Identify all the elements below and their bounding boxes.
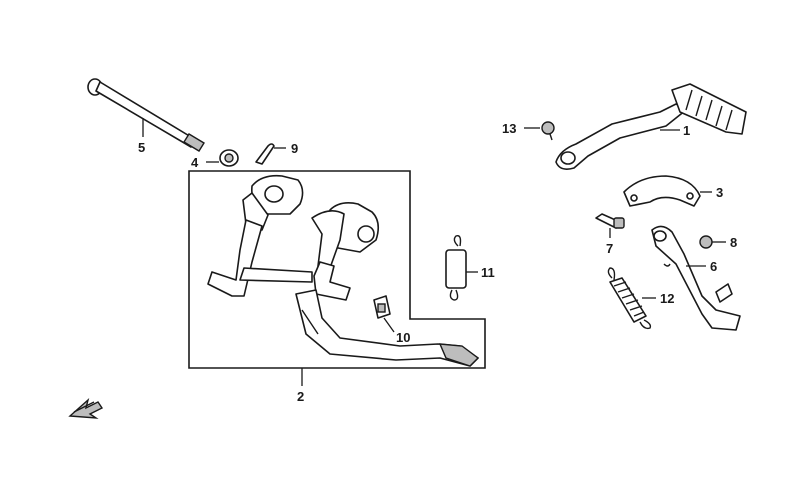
part-3-plate: 3 bbox=[623, 175, 723, 207]
part-1-kick-lever: 1 bbox=[555, 83, 747, 170]
callout-9: 9 bbox=[291, 141, 298, 156]
callout-11: 11 bbox=[481, 265, 495, 280]
callout-7: 7 bbox=[606, 241, 613, 256]
part-5-shaft: 5 bbox=[87, 78, 205, 155]
callout-13: 13 bbox=[502, 121, 516, 136]
part-12-spring: 12 bbox=[607, 267, 674, 330]
callout-3: 3 bbox=[716, 185, 723, 200]
part-7-pivot-bolt: 7 bbox=[595, 213, 625, 256]
callout-6: 6 bbox=[710, 259, 717, 274]
part-8-nut: 8 bbox=[699, 235, 737, 250]
callout-5: 5 bbox=[138, 140, 145, 155]
part-13-bolt: 13 bbox=[502, 121, 555, 141]
callout-10: 10 bbox=[396, 330, 410, 345]
callout-2: 2 bbox=[297, 389, 304, 404]
callout-12: 12 bbox=[660, 291, 674, 306]
callout-1: 1 bbox=[683, 123, 690, 138]
part-11-spring: 11 bbox=[445, 235, 495, 301]
part-9-pin: 9 bbox=[255, 141, 298, 165]
front-arrow-icon bbox=[68, 397, 104, 419]
part-6-side-stand: 6 bbox=[651, 225, 741, 331]
part-2-main-stand-frame: 2 bbox=[188, 170, 486, 404]
part-10-clip: 10 bbox=[373, 295, 410, 345]
part-4-collar: 4 bbox=[191, 149, 239, 170]
callout-8: 8 bbox=[730, 235, 737, 250]
callout-4: 4 bbox=[191, 155, 199, 170]
main-stand-drawing bbox=[207, 174, 480, 367]
